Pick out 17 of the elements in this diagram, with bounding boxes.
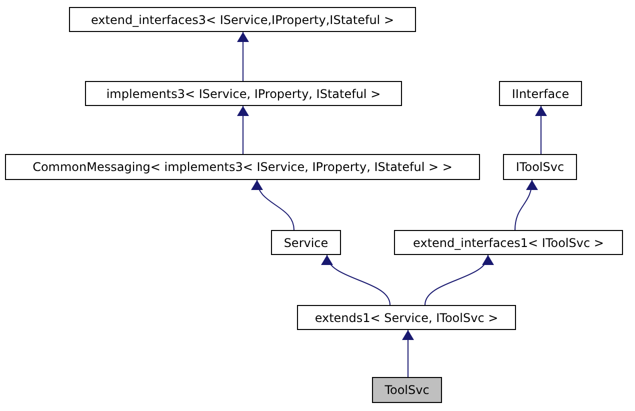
class-box: IToolSvc: [503, 154, 577, 180]
inheritance-arrow: [402, 330, 414, 378]
class-box: ToolSvc: [372, 377, 442, 403]
class-box: extend_interfaces3< IService,IProperty,IStateful >: [69, 7, 416, 32]
class-box: implements3< IService, IProperty, IStateful >: [85, 81, 402, 106]
class-box: extend_interfaces1< IToolSvc >: [394, 230, 623, 255]
inheritance-arrow: [424, 254, 492, 306]
inheritance-arrow: [237, 32, 249, 82]
inheritance-arrow: [237, 106, 249, 154]
class-box: Service: [271, 230, 341, 255]
class-box: extends1< Service, IToolSvc >: [297, 305, 516, 330]
inheritance-arrow: [535, 106, 547, 154]
inheritance-arrow: [514, 180, 538, 230]
inheritance-arrow: [252, 180, 294, 230]
inheritance-arrow: [323, 254, 390, 306]
class-box: IInterface: [499, 81, 582, 106]
class-box: CommonMessaging< implements3< IService, IProperty, IStateful > >: [5, 154, 480, 180]
